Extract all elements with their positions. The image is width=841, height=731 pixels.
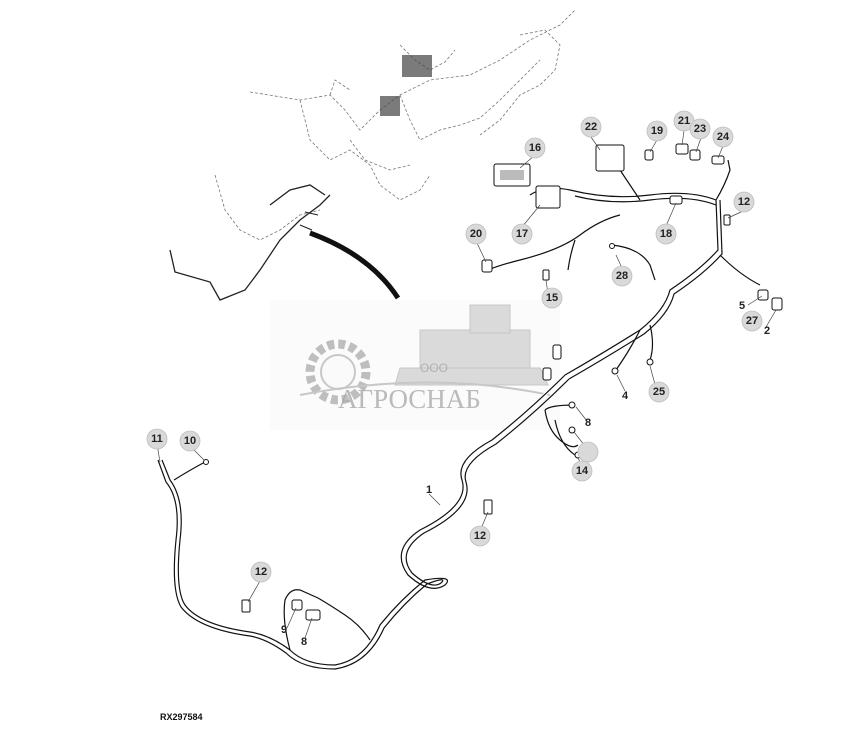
svg-text:5: 5 bbox=[739, 300, 745, 312]
svg-text:9: 9 bbox=[281, 624, 287, 636]
svg-text:2: 2 bbox=[764, 325, 770, 337]
svg-text:23: 23 bbox=[694, 123, 706, 135]
leader-lines bbox=[156, 130, 777, 639]
callout-4[interactable]: 4 bbox=[622, 390, 629, 402]
callout-2[interactable]: 2 bbox=[764, 325, 770, 337]
connector-12b bbox=[483, 499, 493, 515]
callout-23[interactable]: 23 bbox=[689, 118, 711, 140]
combine-harvester-icon bbox=[394, 304, 549, 386]
callout-11[interactable]: 11 bbox=[146, 428, 168, 450]
svg-text:1: 1 bbox=[426, 484, 432, 496]
connector-8 bbox=[305, 609, 321, 621]
connector-12c bbox=[241, 599, 251, 613]
connector-24 bbox=[711, 155, 725, 165]
reference-code: RX297584 bbox=[160, 712, 203, 722]
svg-text:20: 20 bbox=[470, 228, 482, 240]
callout-20[interactable]: 20 bbox=[465, 223, 487, 245]
callout-10[interactable]: 10 bbox=[179, 430, 201, 452]
callout-9[interactable]: 9 bbox=[281, 624, 287, 636]
svg-text:4: 4 bbox=[622, 390, 629, 402]
svg-text:10: 10 bbox=[184, 435, 196, 447]
svg-text:12: 12 bbox=[474, 530, 486, 542]
callout-5[interactable]: 8 bbox=[585, 417, 591, 429]
connector-19 bbox=[644, 149, 654, 161]
watermark-brand: АГРОСНАБ bbox=[338, 384, 481, 414]
callout-3[interactable]: 5 bbox=[739, 300, 745, 312]
callout-1[interactable]: 1 bbox=[426, 484, 432, 496]
svg-text:8: 8 bbox=[585, 417, 591, 429]
svg-text:12: 12 bbox=[738, 196, 750, 208]
svg-text:24: 24 bbox=[717, 131, 730, 143]
svg-text:8: 8 bbox=[301, 636, 307, 648]
connector-6 bbox=[552, 344, 562, 360]
svg-text:22: 22 bbox=[585, 121, 597, 133]
watermark-prefix: ООО bbox=[420, 361, 448, 375]
callout-21[interactable]: 21 bbox=[673, 110, 695, 132]
svg-text:19: 19 bbox=[651, 125, 663, 137]
svg-text:27: 27 bbox=[746, 315, 758, 327]
main-harness bbox=[157, 149, 761, 670]
svg-text:14: 14 bbox=[576, 465, 589, 477]
callout-25[interactable]: 27 bbox=[741, 310, 763, 332]
connector-20 bbox=[481, 259, 493, 273]
connector-3 bbox=[757, 289, 769, 301]
callout-17[interactable]: 17 bbox=[511, 223, 533, 245]
svg-text:17: 17 bbox=[516, 228, 528, 240]
watermark: ООО АГРОСНАБ bbox=[270, 300, 560, 430]
svg-text:16: 16 bbox=[529, 142, 541, 154]
svg-text:11: 11 bbox=[151, 433, 163, 445]
svg-text:18: 18 bbox=[660, 228, 672, 240]
connector-21 bbox=[675, 143, 689, 155]
vehicle-overview-sketch bbox=[169, 9, 576, 301]
callout-16[interactable]: 16 bbox=[524, 137, 546, 159]
callout-15[interactable]: 25 bbox=[648, 381, 670, 403]
svg-text:28: 28 bbox=[616, 270, 628, 282]
connector-17 bbox=[535, 185, 561, 209]
connector-9 bbox=[291, 599, 303, 611]
callout-28[interactable] bbox=[577, 441, 599, 463]
connector-12a bbox=[723, 214, 731, 226]
detail-arrow bbox=[309, 230, 401, 300]
svg-text:15: 15 bbox=[546, 292, 558, 304]
callout-27[interactable]: 28 bbox=[611, 265, 633, 287]
connectors bbox=[203, 143, 783, 621]
callout-22[interactable]: 22 bbox=[580, 116, 602, 138]
svg-text:25: 25 bbox=[653, 386, 665, 398]
callout-12-b[interactable]: 12 bbox=[469, 525, 491, 547]
connector-23 bbox=[689, 149, 701, 161]
callout-24[interactable]: 24 bbox=[712, 126, 734, 148]
connector-7 bbox=[542, 367, 552, 381]
callout-14[interactable]: 14 bbox=[571, 460, 593, 482]
connector-18 bbox=[669, 195, 683, 205]
callout-12-c[interactable]: 12 bbox=[250, 561, 272, 583]
connector-2 bbox=[771, 297, 783, 311]
callout-8[interactable]: 8 bbox=[301, 636, 307, 648]
svg-text:21: 21 bbox=[678, 115, 690, 127]
callout-18[interactable]: 18 bbox=[655, 223, 677, 245]
svg-text:12: 12 bbox=[255, 566, 267, 578]
callout-12-a[interactable]: 12 bbox=[733, 191, 755, 213]
connector-13 bbox=[542, 269, 550, 281]
callout-19[interactable]: 19 bbox=[646, 120, 668, 142]
callout-13[interactable]: 15 bbox=[541, 287, 563, 309]
connector-22 bbox=[595, 144, 625, 172]
